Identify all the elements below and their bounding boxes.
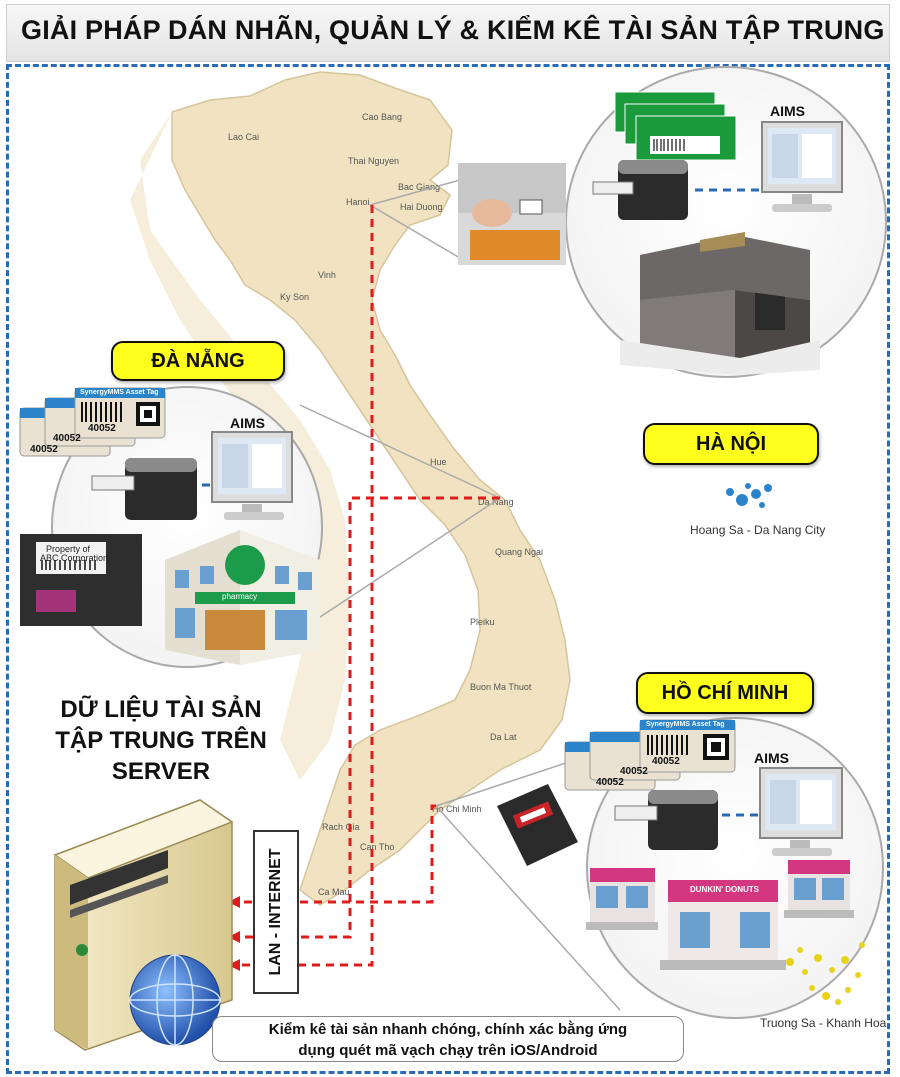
city-label: Ho Chi Minh bbox=[432, 804, 482, 814]
page-title: GIẢI PHÁP DÁN NHÃN, QUẢN LÝ & KIỂM KÊ TÀ… bbox=[21, 15, 885, 45]
asset-tag-number: 40052 bbox=[53, 433, 81, 444]
city-label: Thai Nguyen bbox=[348, 156, 399, 166]
truong-sa-islands bbox=[786, 942, 865, 1005]
region-label-ho-chi-minh: HỒ CHÍ MINH bbox=[636, 672, 814, 714]
asset-tag-header: SynergyMMS Asset Tag bbox=[80, 389, 159, 396]
hoang-sa-islands bbox=[726, 483, 772, 508]
label-printer-icon bbox=[614, 790, 718, 850]
bottom-note-line1: Kiểm kê tài sản nhanh chóng, chính xác b… bbox=[268, 1021, 628, 1038]
city-label: Vinh bbox=[318, 270, 336, 280]
server-title-line2: TẬP TRUNG TRÊN bbox=[55, 727, 267, 754]
city-label: Hanoi bbox=[346, 197, 370, 207]
pharmacy-building-icon bbox=[165, 530, 320, 665]
globe-icon bbox=[129, 954, 221, 1046]
asset-tag-header: SynergyMMS Asset Tag bbox=[646, 721, 725, 728]
diagram-frame bbox=[6, 64, 890, 1074]
donut-sign: DUNKIN' DONUTS bbox=[690, 885, 760, 894]
city-label: Bac Giang bbox=[398, 182, 440, 192]
computer-monitor-icon bbox=[761, 121, 843, 212]
city-label: Cao Bang bbox=[362, 112, 402, 122]
truong-sa-label: Truong Sa - Khanh Hoa bbox=[760, 1016, 887, 1030]
city-label: Can Tho bbox=[360, 842, 394, 852]
donut-store-icon bbox=[784, 860, 854, 918]
city-label: Buon Ma Thuot bbox=[470, 682, 532, 692]
city-label: Lao Cai bbox=[228, 132, 259, 142]
city-label: Pleiku bbox=[470, 617, 495, 627]
server-title-line3: SERVER bbox=[111, 758, 211, 785]
asset-photo bbox=[458, 163, 566, 265]
computer-monitor-icon bbox=[759, 767, 843, 856]
city-label: Hai Duong bbox=[400, 202, 443, 212]
vietnam-map bbox=[171, 71, 571, 906]
donut-store-icon bbox=[660, 880, 786, 970]
store-building-icon bbox=[620, 232, 820, 375]
city-label: Da Lat bbox=[490, 732, 517, 742]
bottom-note: Kiểm kê tài sản nhanh chóng, chính xác b… bbox=[212, 1016, 684, 1062]
asset-tag-number: 40052 bbox=[88, 423, 116, 434]
software-label: AIMS bbox=[770, 103, 805, 119]
network-label: LAN - INTERNET bbox=[267, 848, 284, 976]
asset-tag-number: 40052 bbox=[652, 756, 680, 767]
asset-tag-number: 40052 bbox=[30, 444, 58, 455]
city-label: Hue bbox=[430, 457, 447, 467]
software-label: AIMS bbox=[754, 750, 789, 766]
pharmacy-sign: pharmacy bbox=[222, 592, 258, 601]
map-city-labels: Hanoi Lao Cai Cao Bang Thai Nguyen Bac G… bbox=[228, 112, 543, 897]
city-label: Quang Ngai bbox=[495, 547, 543, 557]
server-title-line1: DỮ LIỆU TÀI SẢN bbox=[60, 696, 262, 723]
city-label: Ca Mau bbox=[318, 887, 350, 897]
city-label: Ky Son bbox=[280, 292, 309, 302]
bottom-note-line2: dụng quét mã vạch chạy trên iOS/Android bbox=[298, 1042, 598, 1059]
region-label-ha-noi: HÀ NỘI bbox=[643, 423, 819, 465]
ha-noi-labels bbox=[614, 91, 737, 161]
hoang-sa-label: Hoang Sa - Da Nang City bbox=[690, 523, 826, 537]
asset-photo bbox=[497, 784, 578, 866]
server-title: DỮ LIỆU TÀI SẢN TẬP TRUNG TRÊN SERVER bbox=[30, 694, 292, 787]
asset-tag-stack bbox=[19, 387, 166, 457]
donut-store-icon bbox=[586, 868, 658, 930]
neighbour-land bbox=[130, 112, 350, 780]
label-printer-icon bbox=[592, 160, 688, 220]
label-printer-icon bbox=[91, 458, 197, 520]
connector-lines bbox=[299, 179, 621, 1011]
city-label: Rach Gia bbox=[322, 822, 360, 832]
network-label-box: LAN - INTERNET bbox=[253, 830, 299, 994]
network-arrows bbox=[228, 896, 240, 971]
asset-photo bbox=[20, 534, 142, 626]
region-label-da-nang: ĐÀ NẴNG bbox=[111, 341, 285, 381]
city-label: Da Nang bbox=[478, 497, 514, 507]
asset-tag-number: 40052 bbox=[596, 777, 624, 788]
computer-monitor-icon bbox=[211, 431, 293, 520]
property-label-line1: Property of bbox=[46, 544, 91, 554]
software-label: AIMS bbox=[230, 415, 265, 431]
asset-tag-stack bbox=[564, 719, 736, 791]
title-bar: GIẢI PHÁP DÁN NHÃN, QUẢN LÝ & KIỂM KÊ TÀ… bbox=[6, 4, 890, 62]
asset-tag-number: 40052 bbox=[620, 766, 648, 777]
property-label-line2: ABC Corporation bbox=[40, 553, 109, 563]
